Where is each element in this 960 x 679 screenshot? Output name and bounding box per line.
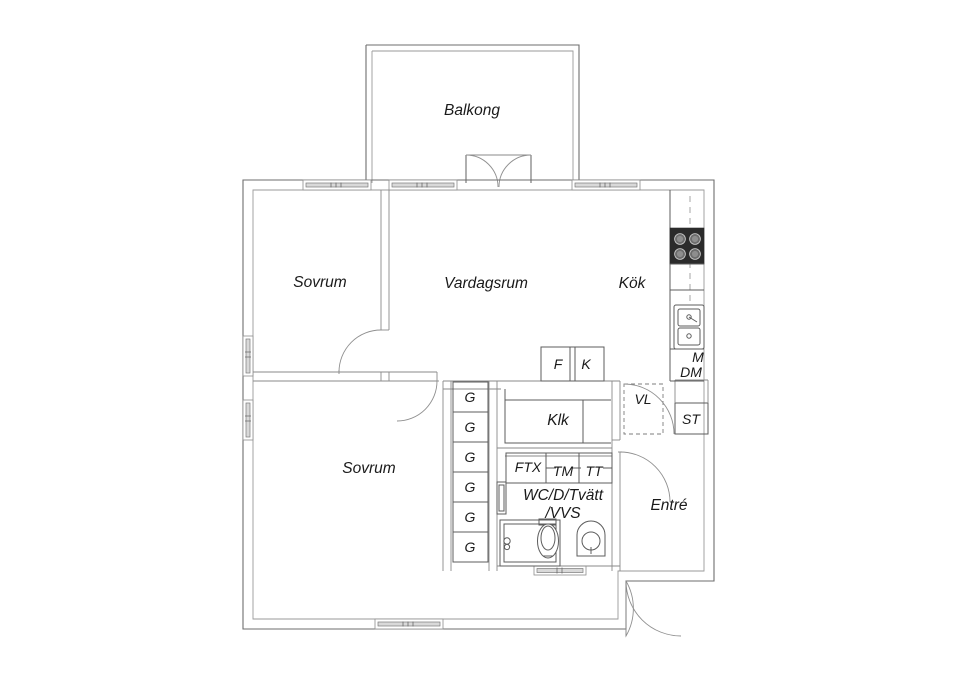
- door-sovrum-top: [338, 329, 382, 374]
- room-label-klk: Klk: [547, 412, 569, 430]
- fixture-label-freezer: K: [581, 355, 591, 372]
- wardrobe-label-1: G: [464, 388, 476, 405]
- fixture-label-ftx: FTX: [514, 458, 542, 475]
- room-label-vardagsrum: Vardagsrum: [444, 275, 528, 293]
- room-label-balkong: Balkong: [443, 102, 501, 120]
- st-box: [674, 379, 709, 435]
- wardrobe-label-3: G: [464, 448, 476, 465]
- fixture-label-tt: TT: [585, 462, 603, 479]
- bathroom-fixtures: [496, 452, 613, 567]
- room-label-sovrum-top: Sovrum: [293, 274, 347, 292]
- wardrobe-label-5: G: [464, 508, 476, 525]
- door-entre-interior: [618, 451, 671, 503]
- fixture-label-fridge: F: [553, 355, 563, 372]
- windows: [242, 179, 641, 630]
- room-label-entre: Entré: [650, 497, 688, 515]
- wardrobe-label-2: G: [464, 418, 476, 435]
- fixture-label-microwave: M: [692, 348, 704, 365]
- fridge-freezer-boxes: [540, 346, 605, 382]
- wardrobe-column: [452, 381, 489, 563]
- fixture-label-tm: TM: [552, 462, 574, 479]
- fixture-label-vl: VL: [634, 390, 652, 407]
- kitchen-counter: [669, 190, 705, 382]
- fixture-label-dishwasher: DM: [680, 363, 702, 380]
- room-label-kok: Kök: [618, 275, 646, 293]
- vl-box: [623, 383, 675, 435]
- wardrobe-label-4: G: [464, 478, 476, 495]
- room-label-sovrum-bottom: Sovrum: [342, 460, 396, 478]
- balcony-structure: [365, 44, 580, 188]
- room-label-wc-dusch-tvatt-vvs: WC/D/Tvätt /VVS: [522, 487, 604, 522]
- door-front-entrance: [625, 580, 682, 638]
- door-sovrum-bottom: [396, 380, 439, 422]
- klk-interior: [504, 389, 611, 444]
- wardrobe-label-6: G: [464, 538, 476, 555]
- fixture-label-st: ST: [682, 410, 700, 427]
